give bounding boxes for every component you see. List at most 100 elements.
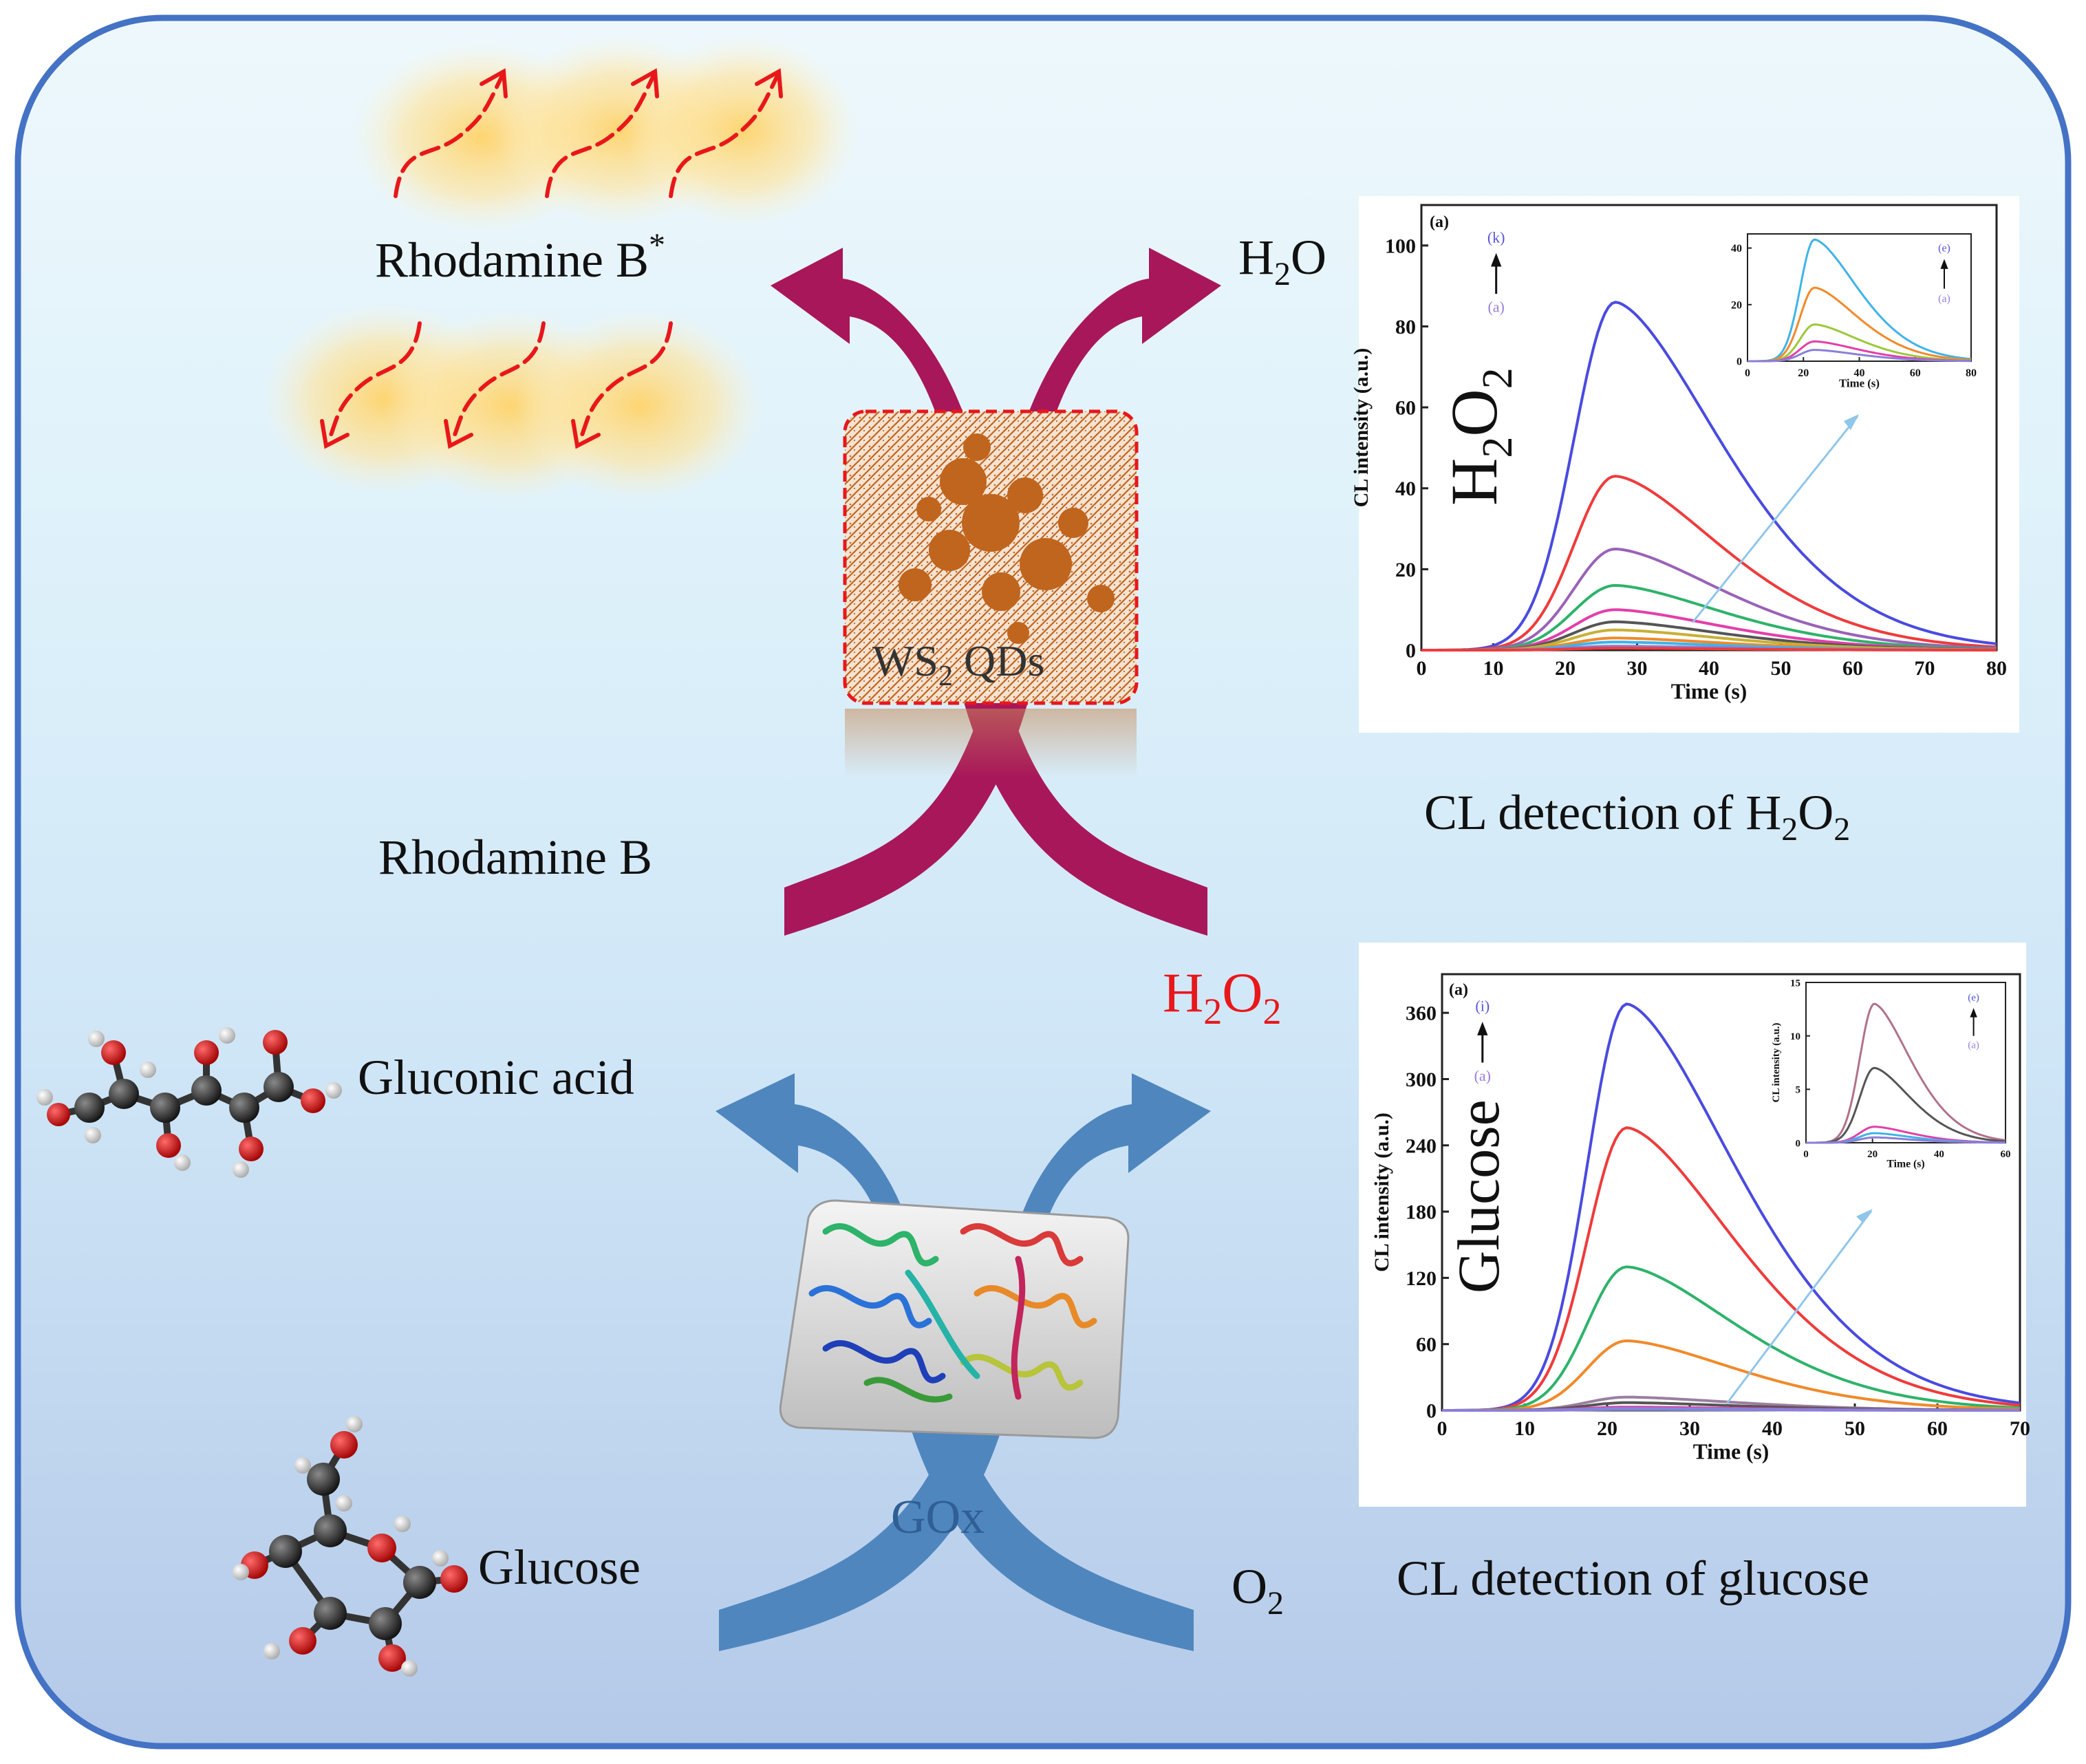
label-h2o2-product: H2O2 (1163, 961, 1281, 1032)
glucose-legend-arrowhead (1477, 1022, 1488, 1035)
glucose-legend-top-label: (i) (1475, 998, 1490, 1015)
h2o2-inset-series-line-2 (1748, 286, 1972, 363)
glucose-inset-y-tick-label: 0 (1796, 1138, 1801, 1149)
h2o2-inset-x-tick-label: 20 (1798, 367, 1809, 379)
glucose-x-tick-label: 50 (1845, 1417, 1865, 1440)
label-gluconic-acid: Gluconic acid (358, 1050, 634, 1105)
h2o2-y-tick-label: 20 (1395, 559, 1416, 581)
h2o2-y-tick-label: 0 (1406, 640, 1416, 663)
h2o2-inset-series-line-1 (1748, 238, 1972, 363)
glucose-x-tick-label: 30 (1679, 1417, 1700, 1440)
glucose-molecule (233, 1416, 468, 1677)
label-rhodamine-b-star: Rhodamine B* (375, 227, 665, 288)
h2o2-big-label: H2O2 (1437, 367, 1521, 506)
labels: Rhodamine B* H2O WS2 QDs Rhodamine B H2O… (358, 227, 1869, 1622)
glucose-inset-y-tick-label: 10 (1790, 1031, 1800, 1042)
h2o2-x-tick-label: 40 (1699, 657, 1719, 680)
h2o2-panel-label: (a) (1430, 213, 1449, 231)
h2o2-x-tick-label: 20 (1555, 657, 1576, 680)
h2o2-inset-y-tick-label: 20 (1731, 299, 1742, 311)
glucose-inset-x-axis-label: Time (s) (1886, 1158, 1924, 1170)
h2o2-y-tick-label: 100 (1385, 235, 1416, 257)
h2o2-inset-series-line-5 (1748, 349, 1971, 363)
label-ws2-qds: WS2 QDs (872, 636, 1044, 692)
h2o2-x-tick-label: 80 (1986, 657, 2007, 680)
h2o2-inset-legend-bottom-label: (a) (1938, 293, 1950, 305)
ws2-qd-square (843, 409, 1139, 777)
glucose-y-tick-label: 60 (1416, 1333, 1437, 1356)
glucose-inset-pointer (1725, 1210, 1873, 1404)
glucose-legend-bottom-label: (a) (1474, 1067, 1491, 1084)
glucose-inset-x-tick-label: 0 (1803, 1149, 1809, 1160)
h2o2-x-tick-label: 0 (1417, 657, 1427, 680)
caption-h2o2-detection: CL detection of H2O2 (1424, 785, 1850, 848)
label-water: H2O (1238, 230, 1326, 292)
emission-arrows (327, 74, 779, 442)
h2o2-x-tick-label: 70 (1915, 657, 1935, 680)
h2o2-y-tick-label: 40 (1395, 477, 1416, 500)
h2o2-series-line-1 (1421, 301, 1997, 652)
glucose-y-tick-label: 0 (1426, 1400, 1437, 1423)
glucose-big-label: Glucose (1445, 1099, 1512, 1293)
glucose-series-line-4 (1442, 1339, 2021, 1412)
glucose-inset-y-axis-label: CL intensity (a.u.) (1771, 1023, 1782, 1103)
glucose-y-tick-label: 360 (1406, 1002, 1437, 1025)
glucose-inset-series-line-1 (1806, 1002, 2006, 1144)
glucose-series-line-1 (1442, 1002, 2021, 1412)
glucose-series-line-3 (1442, 1265, 2021, 1412)
glucose-x-axis-label: Time (s) (1693, 1440, 1770, 1464)
h2o2-inset-x-tick-label: 60 (1910, 367, 1921, 379)
glucose-inset-plot-frame (1805, 982, 2006, 1143)
h2o2-inset-x-tick-label: 0 (1745, 367, 1750, 379)
glucose-panel-label: (a) (1449, 981, 1468, 999)
h2o2-inset-y-tick-label: 40 (1731, 243, 1742, 255)
h2o2-inset-x-axis-label: Time (s) (1839, 377, 1880, 390)
label-rhodamine-b: Rhodamine B (378, 830, 652, 885)
glucose-x-tick-label: 40 (1762, 1417, 1783, 1440)
h2o2-inset-legend-arrowhead (1940, 259, 1948, 269)
label-gox: GOx (891, 1491, 985, 1544)
glucose-series-line-2 (1442, 1126, 2021, 1412)
glucose-inset-y-tick-label: 15 (1790, 978, 1800, 989)
h2o2-legend-bottom-label: (a) (1487, 299, 1504, 316)
h2o2-legend-arrowhead (1490, 252, 1502, 267)
glucose-y-tick-label: 240 (1406, 1134, 1437, 1157)
glucose-inset-pointer-head (1856, 1209, 1873, 1223)
blue-reaction-arrows (716, 1073, 1211, 1651)
h2o2-series-line-11 (1421, 647, 1997, 652)
h2o2-y-tick-label: 60 (1395, 397, 1416, 420)
glucose-inset-y-tick-label: 5 (1796, 1085, 1801, 1096)
h2o2-x-tick-label: 30 (1627, 657, 1648, 680)
h2o2-x-tick-label: 10 (1483, 657, 1504, 680)
glucose-y-tick-label: 300 (1406, 1068, 1437, 1091)
h2o2-y-tick-label: 80 (1395, 316, 1416, 338)
label-glucose: Glucose (478, 1540, 641, 1595)
gox-enzyme-pad (779, 1199, 1130, 1439)
glucose-inset-series-line-5 (1806, 1136, 2006, 1144)
glucose-inset-x-tick-label: 60 (2001, 1149, 2011, 1160)
glucose-inset-series-line-2 (1806, 1066, 2006, 1144)
h2o2-inset-pointer (1691, 416, 1859, 623)
glucose-y-tick-label: 180 (1406, 1201, 1437, 1224)
glucose-y-axis-label: CL intensity (a.u.) (1370, 1112, 1393, 1272)
h2o2-inset-series-line-3 (1748, 323, 1971, 363)
glucose-inset-legend-arrowhead (1970, 1008, 1977, 1018)
h2o2-inset-pointer-head (1844, 414, 1859, 430)
glucose-y-tick-label: 120 (1406, 1267, 1437, 1290)
glucose-x-tick-label: 0 (1437, 1417, 1448, 1440)
caption-glucose-detection: CL detection of glucose (1397, 1551, 1869, 1606)
emission-arrowheads (320, 68, 783, 449)
h2o2-inset-x-tick-label: 80 (1966, 367, 1977, 379)
glucose-inset-legend-top-label: (e) (1968, 993, 1979, 1004)
h2o2-inset-x-tick-label: 40 (1854, 367, 1865, 379)
h2o2-x-tick-label: 50 (1771, 657, 1792, 680)
gluconic-acid-molecule (36, 1027, 342, 1178)
h2o2-series-line-3 (1421, 547, 1997, 652)
h2o2-y-axis-label: CL intensity (a.u.) (1350, 348, 1373, 508)
glucose-x-tick-label: 60 (1927, 1417, 1948, 1440)
